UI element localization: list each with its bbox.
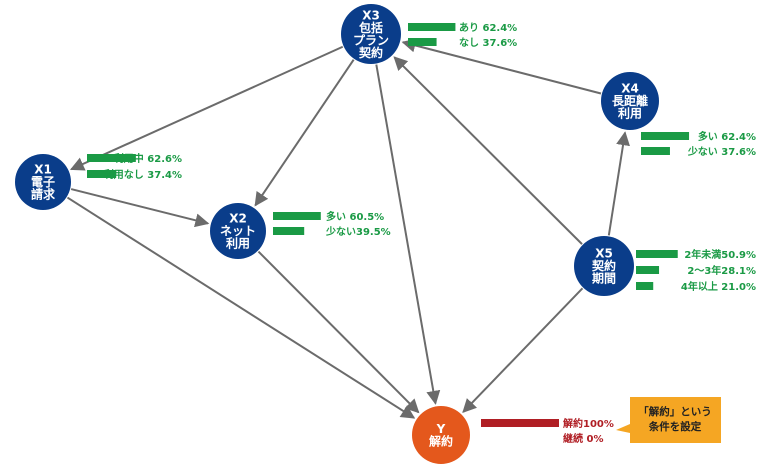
edge-x3-to-x1 bbox=[69, 45, 344, 171]
node-x4-label-line: 長距離 bbox=[612, 93, 648, 108]
node-x3-label-line: プラン bbox=[353, 32, 389, 47]
node-x5-label-line: 契約 bbox=[591, 258, 616, 273]
node-x5-label-line: X5 bbox=[595, 247, 613, 261]
bar-label-x2-1: 少ない39.5% bbox=[325, 225, 391, 238]
node-x4-circle bbox=[601, 72, 659, 130]
node-x1-label-line: X1 bbox=[34, 163, 52, 177]
bar-label-x3-0: あり 62.4% bbox=[459, 21, 517, 34]
bar-x3-1 bbox=[408, 38, 437, 46]
bar-label-x2-0: 多い 60.5% bbox=[326, 210, 384, 223]
bar-label-x5-0: 2年未満50.9% bbox=[684, 248, 756, 261]
bar-x1-1 bbox=[87, 170, 117, 178]
callout-text-line: 条件を設定 bbox=[648, 420, 702, 433]
bar-x1-0 bbox=[87, 154, 136, 162]
bar-label-x5-2: 4年以上 21.0% bbox=[681, 280, 756, 293]
node-x3-label-line: 契約 bbox=[358, 45, 383, 60]
callout-text-line: 「解約」という bbox=[638, 405, 712, 418]
bar-x5-1 bbox=[636, 266, 660, 274]
bar-x4-0 bbox=[641, 132, 690, 140]
node-x2-label-line: X2 bbox=[229, 212, 247, 226]
edge-x3-to-x2 bbox=[254, 59, 355, 207]
bar-x5-0 bbox=[636, 250, 678, 258]
edges-layer bbox=[66, 38, 630, 419]
bar-label-y-0: 解約100% bbox=[563, 417, 614, 430]
edge-x4-to-x3 bbox=[401, 38, 602, 95]
node-y-circle bbox=[412, 406, 470, 464]
bar-label-x1-0: 利用中 62.6% bbox=[114, 152, 182, 165]
node-x3-circle bbox=[341, 4, 401, 64]
node-x3-label-line: X3 bbox=[362, 8, 380, 22]
node-x5-circle bbox=[574, 236, 634, 296]
bar-label-y-1: 継続 0% bbox=[563, 432, 603, 445]
node-x5-label-line: 期間 bbox=[592, 271, 616, 286]
edge-x5-to-x3 bbox=[393, 56, 583, 245]
node-x2-circle bbox=[210, 203, 266, 259]
node-x1-circle bbox=[15, 154, 71, 210]
edge-x2-to-y bbox=[257, 250, 420, 414]
bar-x2-0 bbox=[273, 212, 321, 220]
edge-x5-to-y bbox=[462, 287, 584, 413]
node-x4-label-line: 利用 bbox=[618, 106, 642, 121]
node-x3-label-line: 包括 bbox=[358, 20, 383, 35]
bar-x2-1 bbox=[273, 227, 305, 235]
node-x4-label-line: X4 bbox=[621, 82, 639, 96]
bar-x3-0 bbox=[408, 23, 456, 31]
callout-box bbox=[616, 397, 721, 443]
bar-label-x4-1: 少ない 37.6% bbox=[687, 145, 756, 158]
bar-label-x5-1: 2～3年28.1% bbox=[687, 264, 756, 277]
bar-label-x3-1: なし 37.6% bbox=[459, 37, 517, 49]
edge-x5-to-x4 bbox=[607, 131, 630, 236]
distribution-bars-layer: 利用中 62.6% 利用なし 37.4% 多い 60.5% 少ない39.5% あり 62… bbox=[87, 21, 756, 445]
bar-x4-1 bbox=[641, 147, 670, 155]
edge-x3-to-y bbox=[375, 64, 441, 405]
node-x1-label-line: 請求 bbox=[31, 187, 56, 202]
node-y-label-line: Y bbox=[436, 422, 446, 436]
node-y-label-line: 解約 bbox=[429, 433, 453, 448]
node-x2-label-line: 利用 bbox=[226, 236, 250, 251]
edge-x1-to-y bbox=[66, 196, 416, 419]
edge-x1-to-x2 bbox=[70, 188, 210, 228]
node-y: Y解約 bbox=[412, 406, 470, 464]
bar-label-x1-1: 利用なし 37.4% bbox=[104, 168, 182, 181]
bar-x5-2 bbox=[636, 282, 654, 290]
bar-y-0 bbox=[481, 419, 559, 427]
node-x2-label-line: ネット bbox=[220, 224, 256, 238]
node-x1-label-line: 電子 bbox=[31, 175, 55, 189]
bar-label-x4-0: 多い 62.4% bbox=[698, 130, 756, 143]
